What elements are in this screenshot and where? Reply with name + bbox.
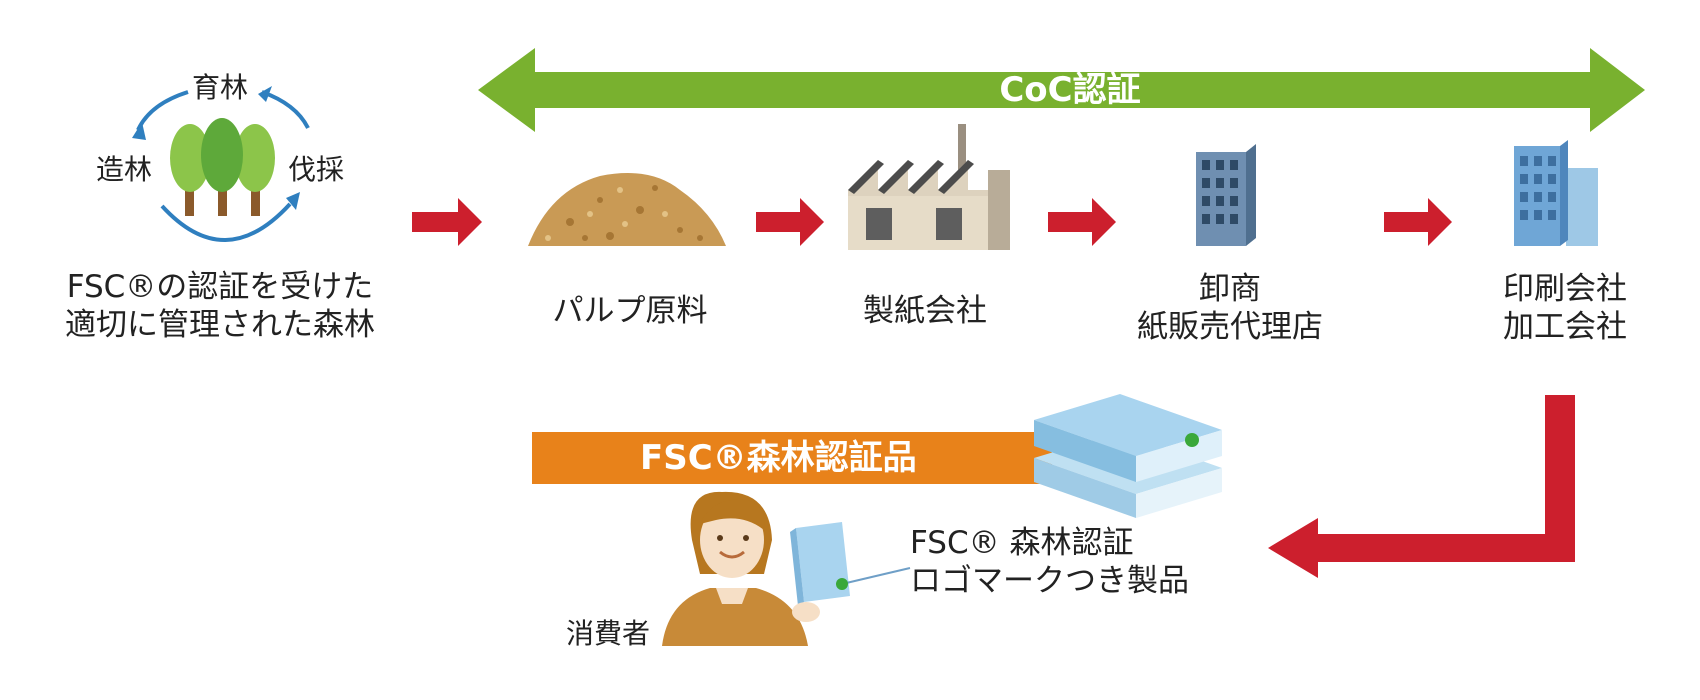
paper-mill-label: 製紙会社 bbox=[863, 293, 987, 329]
return-arrow bbox=[1268, 395, 1575, 578]
printer-label: 印刷会社 加工会社 bbox=[1470, 270, 1660, 346]
tree-icon bbox=[170, 118, 275, 216]
arrowhead-top-right bbox=[258, 86, 272, 102]
fsc-logo-mark-small bbox=[836, 578, 848, 590]
forest-caption-line: 適切に管理された森林 bbox=[65, 307, 375, 343]
wholesaler-label-line: 卸商 bbox=[1199, 271, 1261, 307]
wholesaler-label: 卸商 紙販売代理店 bbox=[1120, 270, 1340, 346]
cycle-arrow-bottom bbox=[160, 202, 292, 242]
printer-label-line: 印刷会社 bbox=[1503, 271, 1627, 307]
flow-arrow-1 bbox=[412, 198, 482, 246]
printer-label-line: 加工会社 bbox=[1503, 309, 1627, 345]
consumer-label: 消費者 bbox=[566, 617, 651, 650]
product-caption: FSC® 森林認証 ロゴマークつき製品 bbox=[910, 524, 1200, 600]
flow-arrow-3 bbox=[1048, 198, 1116, 246]
wholesaler-label-line: 紙販売代理店 bbox=[1137, 309, 1323, 345]
cycle-label-harvest: 伐採 bbox=[288, 153, 345, 186]
callout-line bbox=[841, 567, 911, 585]
cycle-label-nurture: 育林 bbox=[192, 71, 249, 104]
forest-caption-line: FSC®の認証を受けた bbox=[66, 269, 374, 305]
arrowhead-bottom-right bbox=[286, 192, 300, 210]
pulp-label: パルプ原料 bbox=[552, 293, 708, 329]
flow-arrow-4 bbox=[1384, 198, 1452, 246]
product-caption-line: ロゴマークつき製品 bbox=[910, 563, 1189, 599]
product-caption-line: FSC® 森林認証 bbox=[910, 525, 1134, 561]
coc-banner-label: CoC認証 bbox=[999, 70, 1141, 110]
arrowhead-left bbox=[132, 122, 146, 140]
forest-caption: FSC®の認証を受けた 適切に管理された森林 bbox=[50, 268, 390, 344]
fsc-logo-mark bbox=[1185, 433, 1199, 447]
cycle-label-plant: 造林 bbox=[96, 153, 153, 186]
product-banner-label: FSC®森林認証品 bbox=[640, 438, 917, 478]
product-banner bbox=[532, 432, 1052, 484]
flow-arrow-2 bbox=[756, 198, 824, 246]
